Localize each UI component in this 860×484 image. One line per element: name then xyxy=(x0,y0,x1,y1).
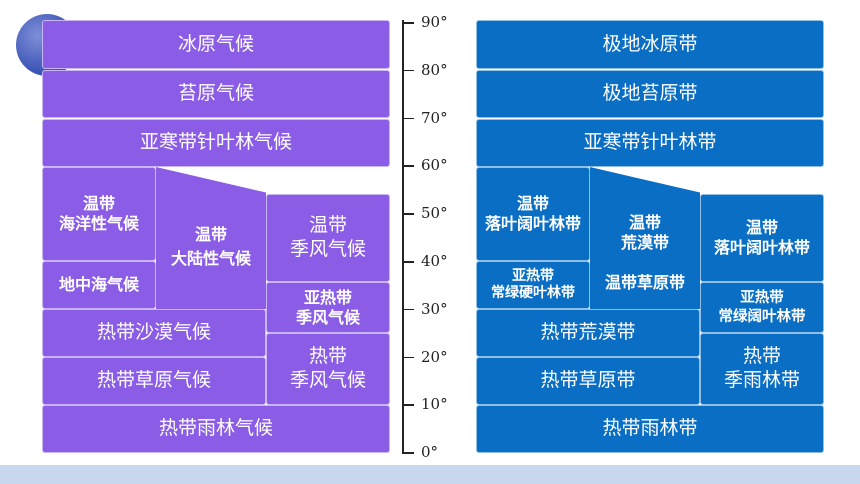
vegetation-temperate-arid-zone xyxy=(590,167,700,309)
climate-tundra: 苔原气候 xyxy=(42,70,390,118)
climate-subtropical-monsoon-line1: 亚热带 xyxy=(303,287,352,307)
climate-subarctic: 亚寒带针叶林气候 xyxy=(42,119,390,167)
vegetation-tropical-savanna: 热带草原带 xyxy=(476,357,700,405)
vegetation-tropical-rainforest: 热带雨林带 xyxy=(476,405,824,453)
climate-temperate-monsoon-line2: 季风气候 xyxy=(289,238,366,260)
latitude-axis xyxy=(402,20,404,453)
latitude-tick xyxy=(402,69,414,72)
latitude-tick-label: 30° xyxy=(421,299,448,318)
vegetation-polar-ice: 极地冰原带 xyxy=(476,20,824,69)
vegetation-tropical-monsoon-forest: 热带 季雨林带 xyxy=(700,333,824,405)
vegetation-tropical-desert-label: 热带荒漠带 xyxy=(540,321,636,344)
latitude-tick-label: 40° xyxy=(421,252,448,270)
climate-subarctic-label: 亚寒带针叶林气候 xyxy=(139,131,292,154)
vegetation-polar-tundra: 极地苔原带 xyxy=(476,70,824,118)
vegetation-subtropical-hard-leaf-line1: 亚热带 xyxy=(512,267,554,284)
climate-tropical-desert-label: 热带沙漠气候 xyxy=(96,321,211,344)
climate-temperate-marine: 温带 海洋性气候 xyxy=(42,167,156,261)
vegetation-temperate-deciduous-right-line2: 落叶阔叶林带 xyxy=(713,238,810,257)
vegetation-temperate-grassland: 温带草原带 xyxy=(590,263,700,303)
climate-temperate-marine-line2: 海洋性气候 xyxy=(58,214,139,233)
latitude-tick xyxy=(402,165,414,167)
vegetation-tropical-monsoon-forest-line2: 季雨林带 xyxy=(723,369,800,391)
climate-temperate-monsoon: 温带 季风气候 xyxy=(266,194,390,282)
vegetation-subtropical-evergreen-line1: 亚热带 xyxy=(740,290,784,307)
climate-tropical-monsoon-line1: 热带 xyxy=(308,345,347,368)
latitude-tick-label: 80° xyxy=(421,60,448,79)
vegetation-subtropical-hard-leaf: 亚热带 常绿硬叶林带 xyxy=(476,261,590,309)
latitude-tick xyxy=(402,356,414,359)
climate-tropical-monsoon: 热带 季风气候 xyxy=(266,333,390,405)
climate-subtropical-monsoon: 亚热带 季风气候 xyxy=(266,282,390,333)
climate-temperate-continental-line2: 大陆性气候 xyxy=(170,249,251,268)
vegetation-temperate-desert-line1: 温带 xyxy=(628,213,661,232)
climate-mediterranean: 地中海气候 xyxy=(42,261,156,309)
climate-mediterranean-label: 地中海气候 xyxy=(58,275,139,294)
climate-ice-cap-label: 冰原气候 xyxy=(177,32,254,55)
climate-tropical-rainforest: 热带雨林气候 xyxy=(42,405,390,453)
latitude-tick-label: 10° xyxy=(421,395,448,414)
climate-tropical-rainforest-label: 热带雨林气候 xyxy=(158,417,273,440)
climate-tropical-savanna-label: 热带草原气候 xyxy=(96,369,211,392)
climate-tropical-savanna: 热带草原气候 xyxy=(42,357,266,405)
latitude-tick xyxy=(402,213,414,215)
vegetation-temperate-deciduous-right: 温带 落叶阔叶林带 xyxy=(700,194,824,282)
climate-temperate-continental: 温带 大陆性气候 xyxy=(156,167,266,309)
vegetation-subarctic-forest-label: 亚寒带针叶林带 xyxy=(583,131,717,154)
latitude-tick-label: 90° xyxy=(421,13,448,31)
latitude-tick-label: 60° xyxy=(421,156,448,175)
footer-band xyxy=(0,465,860,484)
climate-tundra-label: 苔原气候 xyxy=(177,82,254,105)
vegetation-tropical-rainforest-label: 热带雨林带 xyxy=(602,417,698,440)
vegetation-subtropical-hard-leaf-line2: 常绿硬叶林带 xyxy=(491,285,575,301)
vegetation-temperate-deciduous-right-line1: 温带 xyxy=(745,218,778,237)
climate-ice-cap: 冰原气候 xyxy=(42,20,390,69)
climate-temperate-monsoon-line1: 温带 xyxy=(308,214,347,237)
vegetation-temperate-deciduous-left-line1: 温带 xyxy=(516,194,549,213)
latitude-tick xyxy=(402,261,414,263)
latitude-tick xyxy=(402,22,414,24)
latitude-tick-label: 20° xyxy=(421,347,448,366)
climate-temperate-continental-line1: 温带 xyxy=(194,225,227,244)
vegetation-subtropical-evergreen: 亚热带 常绿阔叶林带 xyxy=(700,282,824,333)
vegetation-tropical-desert: 热带荒漠带 xyxy=(476,309,700,357)
latitude-tick xyxy=(402,117,414,120)
vegetation-temperate-deciduous-left: 温带 落叶阔叶林带 xyxy=(476,167,590,261)
latitude-tick xyxy=(402,452,414,454)
climate-temperate-marine-line1: 温带 xyxy=(82,194,115,213)
vegetation-temperate-desert-line2: 荒漠带 xyxy=(620,233,669,252)
vegetation-temperate-desert: 温带 荒漠带 xyxy=(590,205,700,261)
latitude-tick-label: 50° xyxy=(421,204,448,223)
vegetation-temperate-deciduous-left-line2: 落叶阔叶林带 xyxy=(484,214,581,233)
vegetation-tropical-monsoon-forest-line1: 热带 xyxy=(742,345,781,368)
vegetation-polar-ice-label: 极地冰原带 xyxy=(602,32,698,55)
vegetation-subarctic-forest: 亚寒带针叶林带 xyxy=(476,119,824,167)
climate-subtropical-monsoon-line2: 季风气候 xyxy=(295,307,360,327)
vegetation-tropical-savanna-label: 热带草原带 xyxy=(540,369,636,392)
latitude-tick xyxy=(402,308,414,311)
latitude-tick xyxy=(402,404,414,406)
vegetation-polar-tundra-label: 极地苔原带 xyxy=(602,82,698,105)
latitude-tick-label: 0° xyxy=(421,443,439,462)
vegetation-temperate-grassland-label: 温带草原带 xyxy=(604,273,685,292)
latitude-tick-label: 70° xyxy=(421,108,448,127)
vegetation-subtropical-evergreen-line2: 常绿阔叶林带 xyxy=(718,308,806,325)
climate-tropical-desert: 热带沙漠气候 xyxy=(42,309,266,357)
climate-tropical-monsoon-line2: 季风气候 xyxy=(289,369,366,391)
